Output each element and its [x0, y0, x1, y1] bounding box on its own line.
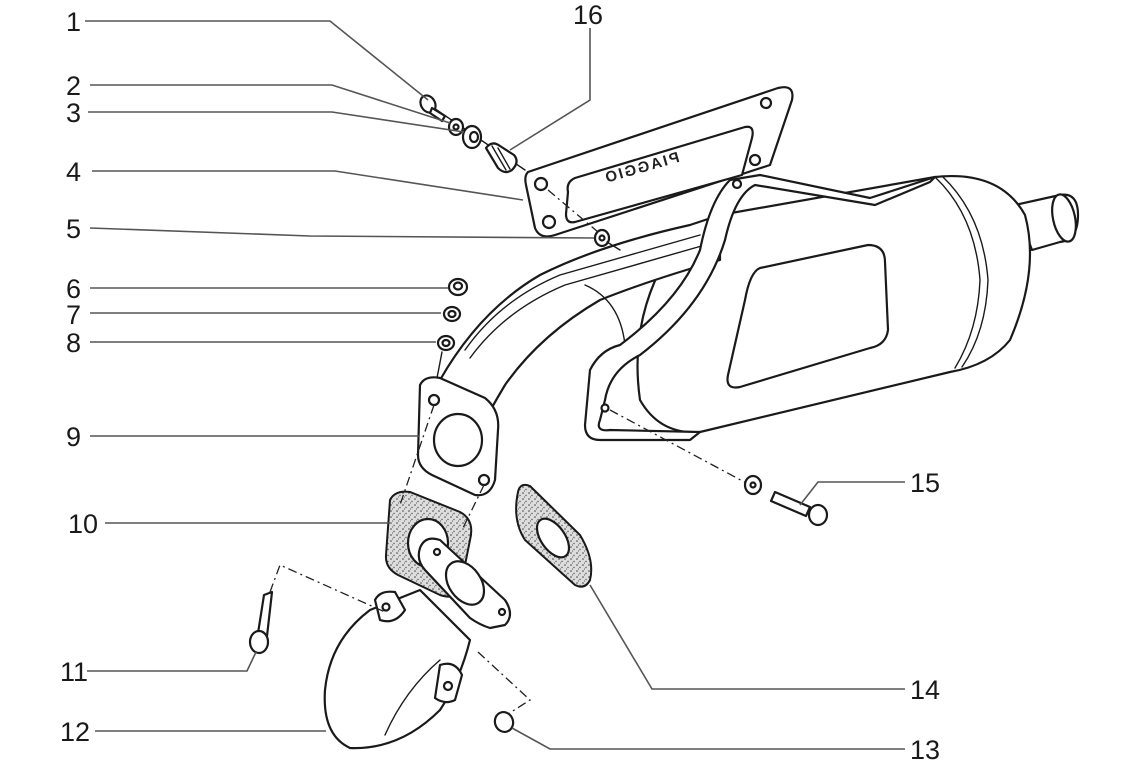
leader-16: [509, 28, 591, 151]
callout-13: 13: [910, 735, 940, 765]
muffler-screw: [609, 409, 829, 527]
callout-14: 14: [910, 675, 940, 705]
manifold-elbow: [323, 537, 512, 750]
callout-7: 7: [66, 300, 81, 330]
leader-14: [589, 584, 905, 690]
heat-shield: PIAGGIO: [524, 86, 794, 238]
callout-4: 4: [66, 157, 81, 187]
leader-13: [511, 727, 905, 750]
callout-11: 11: [60, 657, 88, 687]
leader-3: [88, 111, 465, 133]
callout-labels: 1 2 3 4 5 6 7 8 9 10 11 12 13 14 15 16: [60, 0, 940, 765]
nut-13: [477, 651, 532, 733]
callout-6: 6: [66, 274, 81, 304]
flange-nuts: [436, 277, 469, 379]
callout-16: 16: [573, 0, 603, 30]
leader-lines: [85, 20, 905, 750]
callout-1: 1: [66, 7, 81, 37]
callout-9: 9: [66, 422, 81, 452]
leader-5: [89, 227, 595, 239]
callout-12: 12: [60, 717, 90, 747]
stud-bolt: [248, 564, 386, 655]
shield-mount-hardware: [419, 94, 621, 251]
callout-15: 15: [910, 468, 940, 498]
callout-2: 2: [66, 71, 81, 101]
muffler: [416, 173, 1080, 497]
leader-2: [90, 84, 451, 124]
leader-4: [92, 170, 524, 201]
callout-5: 5: [66, 214, 81, 244]
callout-8: 8: [66, 328, 81, 358]
leader-11: [87, 651, 257, 672]
leader-15: [799, 481, 905, 506]
gasket-14: [515, 483, 593, 588]
callout-10: 10: [68, 509, 98, 539]
leader-1: [85, 20, 429, 101]
callout-3: 3: [66, 98, 81, 128]
